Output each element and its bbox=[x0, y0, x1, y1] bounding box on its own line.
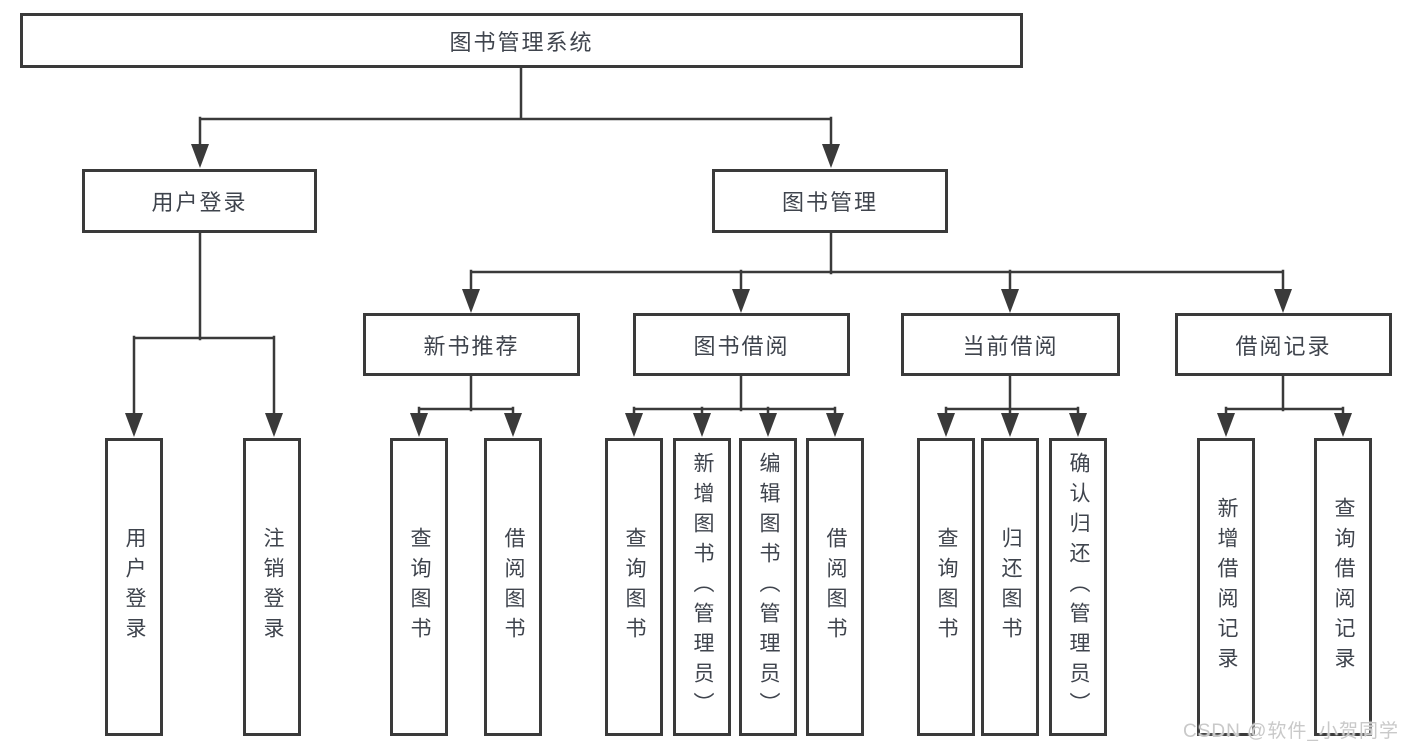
arrowheads bbox=[125, 144, 1352, 437]
leaf-borrow-books-recommend: 借阅图书 bbox=[484, 438, 542, 736]
leaf-query-books-recommend: 查询图书 bbox=[390, 438, 448, 736]
node-library-management-system: 图书管理系统 bbox=[20, 13, 1023, 68]
leaf-user-login: 用户登录 bbox=[105, 438, 163, 736]
node-borrowing-records: 借阅记录 bbox=[1175, 313, 1392, 376]
leaf-borrow-books: 借阅图书 bbox=[806, 438, 864, 736]
node-book-borrowing: 图书借阅 bbox=[633, 313, 850, 376]
elbow-connectors bbox=[132, 66, 1345, 418]
leaf-logout: 注销登录 bbox=[243, 438, 301, 736]
leaf-query-books-current: 查询图书 bbox=[917, 438, 975, 736]
watermark-csdn: CSDN @软件_小贺同学 bbox=[1183, 721, 1399, 742]
node-book-management: 图书管理 bbox=[712, 169, 948, 233]
node-new-book-recommendation: 新书推荐 bbox=[363, 313, 580, 376]
leaf-edit-book-admin: 编辑图书（管理员） bbox=[739, 438, 797, 736]
node-current-borrowing: 当前借阅 bbox=[901, 313, 1120, 376]
leaf-add-borrow-record: 新增借阅记录 bbox=[1197, 438, 1255, 736]
leaf-query-borrow-record: 查询借阅记录 bbox=[1314, 438, 1372, 736]
leaf-add-book-admin: 新增图书（管理员） bbox=[673, 438, 731, 736]
node-user-login: 用户登录 bbox=[82, 169, 317, 233]
leaf-query-books-borrow: 查询图书 bbox=[605, 438, 663, 736]
leaf-return-book: 归还图书 bbox=[981, 438, 1039, 736]
leaf-confirm-return-admin: 确认归还（管理员） bbox=[1049, 438, 1107, 736]
